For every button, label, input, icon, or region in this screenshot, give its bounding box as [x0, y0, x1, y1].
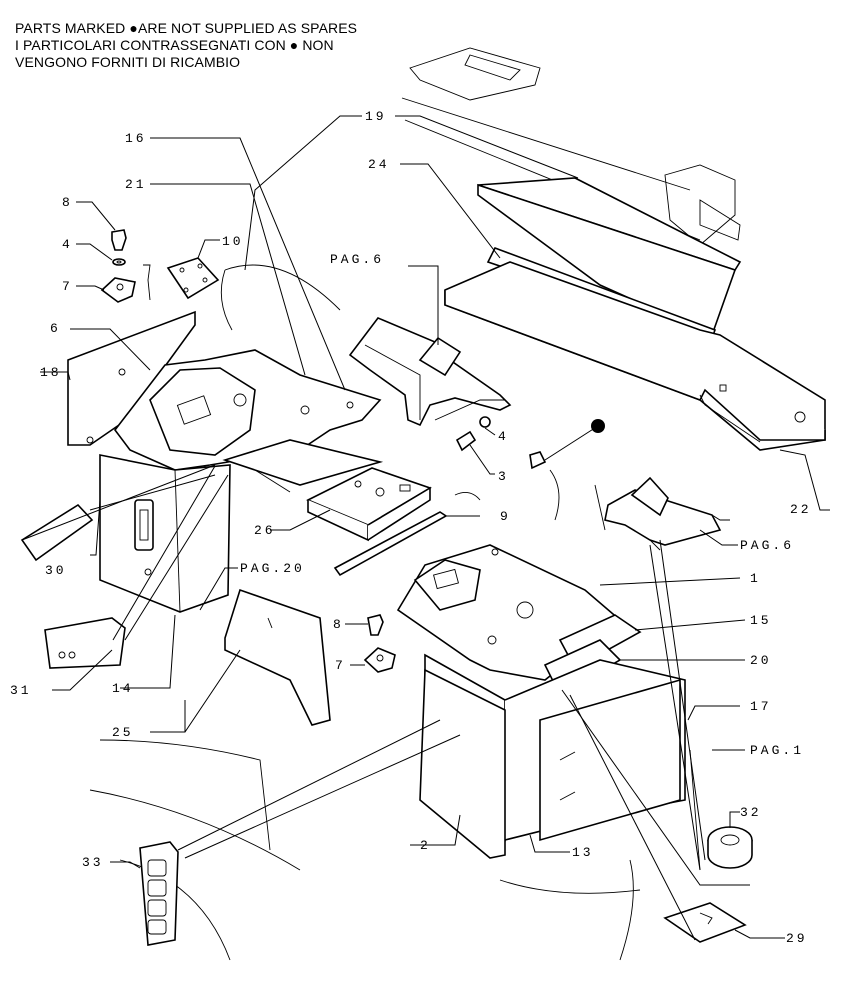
- part-33-switch-panel: [139, 841, 179, 946]
- callout-14: 14: [112, 681, 134, 696]
- bullet-icon: ●: [129, 20, 138, 36]
- callout-19: 19: [365, 109, 387, 124]
- callout-16: 16: [125, 131, 147, 146]
- part-31-bracket: [44, 617, 126, 669]
- part-7-nut-lower: [363, 647, 396, 673]
- callout-10: 10: [222, 234, 244, 249]
- callout-pag20: PAG.20: [240, 561, 305, 576]
- callout-7-upper: 7: [62, 279, 73, 294]
- callout-4-upper: 4: [62, 237, 73, 252]
- callout-31: 31: [10, 683, 32, 698]
- callout-29: 29: [786, 931, 808, 946]
- part-7-nut-upper: [100, 277, 136, 303]
- callout-6: 6: [50, 321, 61, 336]
- callout-21: 21: [125, 177, 147, 192]
- callout-labels: 16 19 21 24 8 10 4 7 PAG.6 6 18 4 3 22 9…: [10, 109, 812, 946]
- part-6-cover: [113, 349, 382, 471]
- small-screw-bullet-part: [529, 451, 547, 470]
- callout-33: 33: [82, 855, 104, 870]
- callout-2: 2: [420, 838, 431, 853]
- callout-13: 13: [572, 845, 594, 860]
- callout-9: 9: [500, 509, 511, 524]
- pag6-bracket-upper: [348, 317, 512, 427]
- part-22-panel: [444, 261, 826, 451]
- part-3-screw: [455, 430, 477, 452]
- notice-line-2: I PARTICOLARI CONTRASSEGNATI CON ● NON: [15, 37, 334, 53]
- callout-8-upper: 8: [62, 195, 73, 210]
- spares-notice: PARTS MARKED ●ARE NOT SUPPLIED AS SPARES…: [15, 20, 357, 71]
- callout-18: 18: [40, 365, 62, 380]
- callout-32: 32: [740, 805, 762, 820]
- part-8-screw-upper: [111, 229, 127, 251]
- callout-7-lower: 7: [335, 658, 346, 673]
- part-8-screw-lower: [367, 614, 384, 636]
- part-26-block: [306, 467, 432, 542]
- callout-24: 24: [368, 157, 390, 172]
- part-4-washer-middle: [479, 416, 491, 428]
- callout-pag6-upper: PAG.6: [330, 252, 384, 267]
- bracket-line: [143, 264, 151, 301]
- callout-3: 3: [498, 469, 509, 484]
- part-32-ring: [707, 826, 753, 869]
- part-16-frame: [222, 439, 384, 493]
- callout-8-lower: 8: [333, 617, 344, 632]
- callout-25: 25: [112, 725, 134, 740]
- left-housing-body: [99, 454, 231, 613]
- callout-pag6-right: PAG.6: [740, 538, 794, 553]
- pag6-bracket-right: [604, 476, 722, 551]
- callout-22: 22: [790, 502, 812, 517]
- callout-17: 17: [750, 699, 772, 714]
- part-25-panel: [224, 588, 331, 726]
- bullet-icon: ●: [289, 37, 299, 53]
- callout-1: 1: [750, 571, 761, 586]
- part-10-gasket: [166, 257, 220, 300]
- part-30-block: [20, 503, 94, 562]
- callout-30: 30: [45, 563, 67, 578]
- background-outlines: [89, 47, 741, 961]
- callout-20: 20: [750, 653, 772, 668]
- part-29-plate: [663, 902, 747, 943]
- callout-pag1: PAG.1: [750, 743, 804, 758]
- part-2-door: [419, 668, 506, 859]
- notice-line-3: VENGONO FORNITI DI RICAMBIO: [15, 54, 241, 70]
- callout-4-middle: 4: [498, 429, 509, 444]
- callout-15: 15: [750, 613, 772, 628]
- notice-line-1: PARTS MARKED ●ARE NOT SUPPLIED AS SPARES: [15, 20, 358, 36]
- callout-26: 26: [254, 523, 276, 538]
- leader-lines: [21, 115, 830, 941]
- part-4-washer-upper: [112, 258, 126, 266]
